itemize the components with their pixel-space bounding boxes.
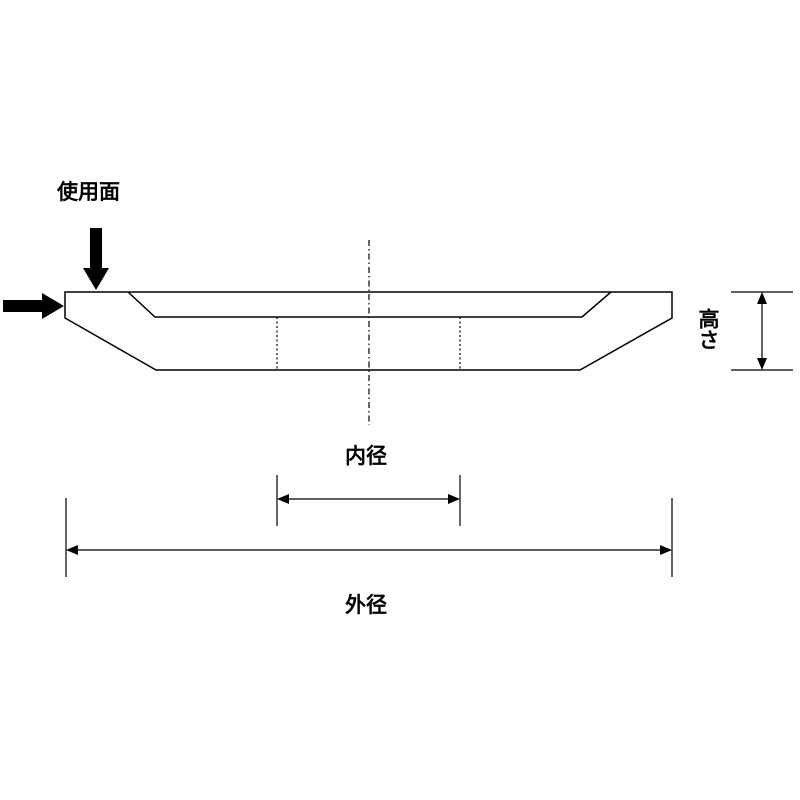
down-arrow-icon: [83, 228, 109, 290]
inner-diameter-label: 内径: [345, 444, 387, 468]
wheel-outer-contour: [64, 291, 673, 371]
height-dimension: [731, 291, 793, 371]
height-label: 高さ: [696, 307, 720, 350]
outer-diameter-dimension: [65, 498, 673, 577]
working-surface-label: 使用面: [56, 180, 120, 204]
inner-diameter-dimension: [276, 475, 461, 526]
outer-diameter-label: 外径: [345, 593, 387, 617]
right-arrow-icon: [3, 293, 64, 319]
